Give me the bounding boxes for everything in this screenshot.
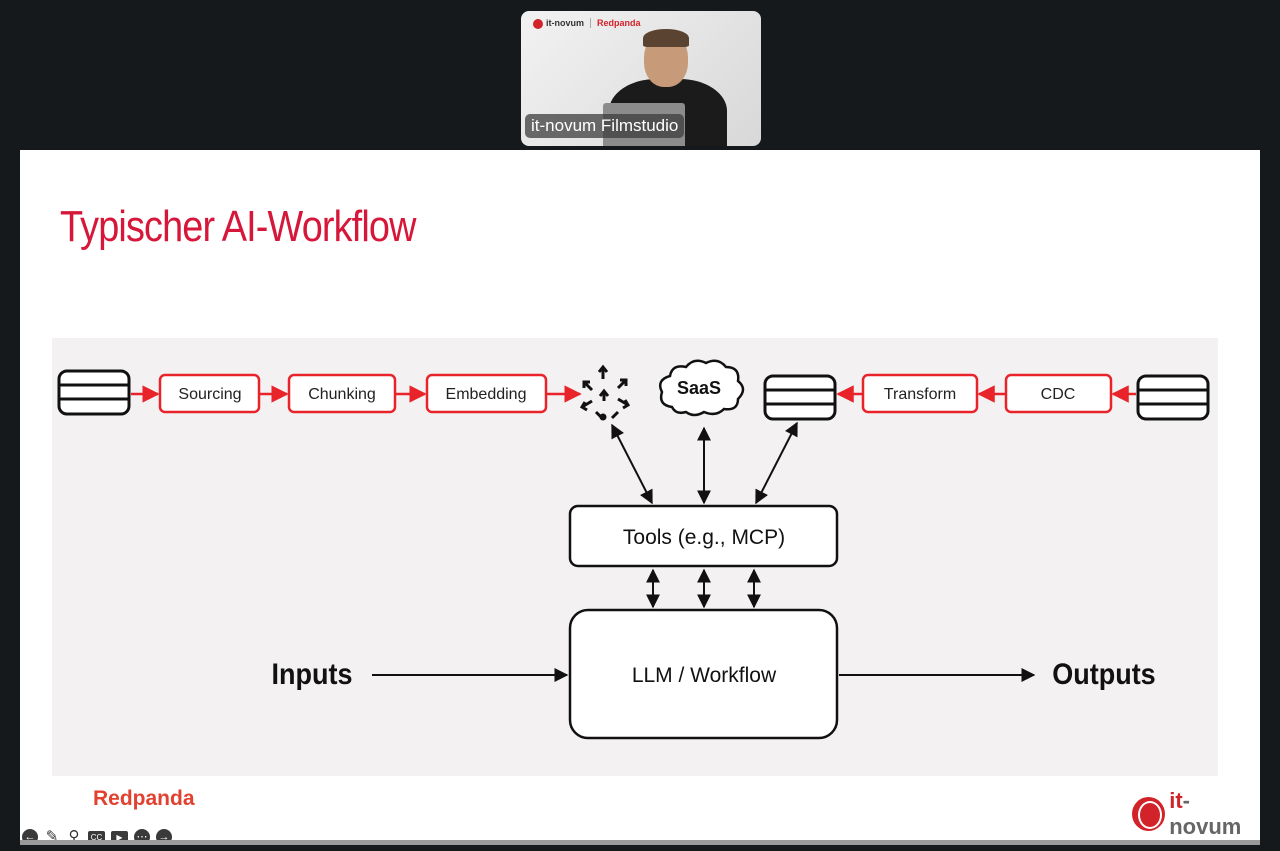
progress-bar bbox=[20, 840, 1260, 845]
llm-label: LLM / Workflow bbox=[632, 664, 777, 687]
cdc-label: CDC bbox=[1041, 386, 1076, 403]
presentation-slide: Typischer AI-Workflow bbox=[20, 150, 1260, 840]
slide-title: Typischer AI-Workflow bbox=[60, 202, 416, 251]
tool-connections bbox=[372, 421, 1036, 682]
outputs-label: Outputs bbox=[1052, 658, 1155, 692]
saas-cloud-icon: SaaS bbox=[659, 359, 745, 417]
workflow-diagram: Sourcing Chunking Embedding Transform CD… bbox=[52, 338, 1218, 776]
sourcing-box bbox=[158, 373, 261, 414]
transform-box bbox=[861, 373, 979, 414]
it-novum-logo: it-novum bbox=[1132, 788, 1260, 840]
speaker-name: it-novum Filmstudio bbox=[525, 114, 685, 138]
saas-label: SaaS bbox=[677, 378, 721, 398]
embedding-label: Embedding bbox=[446, 386, 527, 403]
llm-workflow-box bbox=[568, 608, 839, 740]
zoom-icon[interactable]: ⚲ bbox=[68, 828, 80, 845]
globe-icon bbox=[1132, 797, 1166, 831]
embedding-cluster-icon bbox=[579, 364, 631, 421]
transform-label: Transform bbox=[884, 386, 956, 403]
sourcing-label: Sourcing bbox=[178, 386, 241, 403]
chunking-label: Chunking bbox=[308, 386, 376, 403]
chunking-box bbox=[287, 373, 397, 414]
origin-database-icon bbox=[1136, 374, 1210, 421]
redpanda-logo: Redpanda bbox=[93, 787, 195, 810]
embedding-box bbox=[425, 373, 548, 414]
tools-label: Tools (e.g., MCP) bbox=[623, 526, 785, 549]
vector-database-icon bbox=[763, 374, 837, 421]
tools-box bbox=[568, 504, 839, 568]
inputs-label: Inputs bbox=[272, 658, 353, 692]
cdc-box bbox=[1004, 373, 1113, 414]
source-database-icon bbox=[57, 369, 131, 416]
